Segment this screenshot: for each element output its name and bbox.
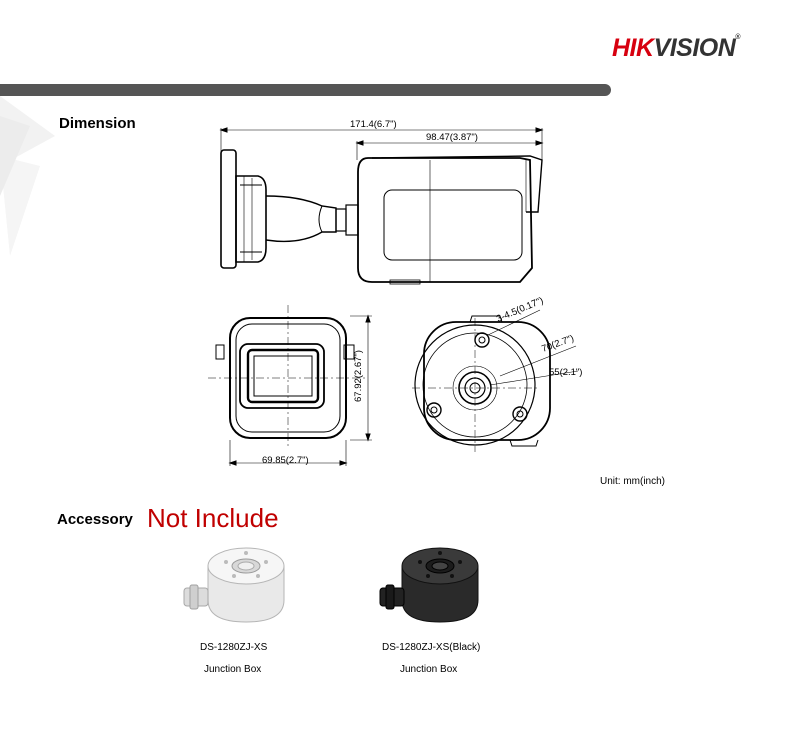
dim-front-height: 67.92(2.67")	[353, 350, 364, 402]
logo-trademark: ®	[735, 34, 740, 41]
accessory-name: Junction Box	[204, 664, 262, 675]
junction-box-white-image	[183, 547, 285, 623]
dim-front-width: 69.85(2.7")	[262, 455, 309, 466]
logo-part-hik: HIK	[612, 34, 654, 62]
junction-box-black-image	[379, 547, 479, 623]
logo-part-vision: VISION	[653, 34, 736, 62]
hikvision-logo: HIKVISION®	[612, 34, 740, 63]
dim-total-length: 171.4(6.7")	[350, 119, 397, 130]
unit-note: Unit: mm(inch)	[600, 476, 666, 487]
accessory-model: DS-1280ZJ-XS(Black)	[382, 642, 481, 653]
accessory-note: Not Include	[147, 503, 279, 533]
header-divider-bar	[0, 84, 611, 96]
dim-body-length: 98.47(3.87")	[426, 132, 478, 143]
accessory-heading: Accessory	[57, 511, 133, 528]
decorative-triangles	[0, 96, 55, 256]
accessory-name: Junction Box	[400, 664, 458, 675]
dimension-heading: Dimension	[59, 115, 136, 132]
accessory-model: DS-1280ZJ-XS	[200, 642, 268, 653]
dim-base-inner: 55(2.1")	[549, 367, 582, 378]
